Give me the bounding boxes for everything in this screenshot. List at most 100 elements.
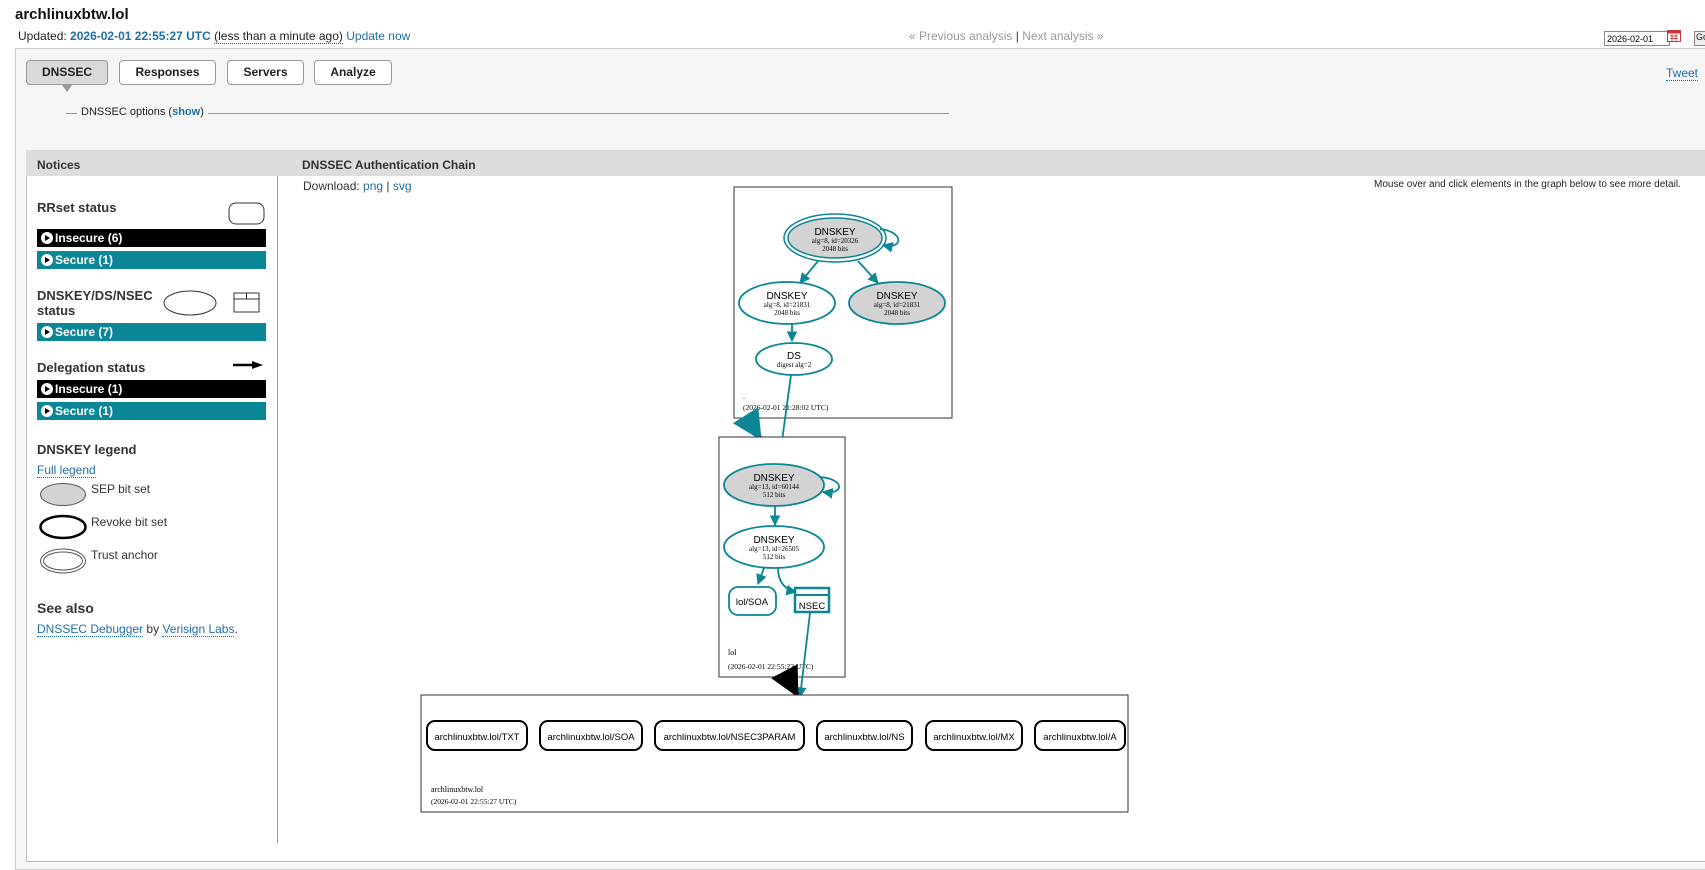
lol-zsk-line2: 512 bits [763, 553, 786, 561]
lol-ksk-node[interactable]: DNSKEY alg=13, id=60144 512 bits [723, 463, 825, 507]
see-also-title: See also [37, 600, 94, 616]
lol-zsk-node[interactable]: DNSKEY alg=13, id=26505 512 bits [723, 525, 825, 569]
lol-soa-label: lol/SOA [736, 597, 769, 608]
download-png-link[interactable]: png [363, 179, 384, 193]
domain-rrset-group: archlinuxbtw.lol/TXT archlinuxbtw.lol/SOA… [426, 720, 1126, 751]
expand-icon [41, 232, 53, 244]
download-label: Download: [303, 179, 360, 193]
lol-ksk-line1: alg=13, id=60144 [749, 483, 799, 491]
rrset-secure-label: Secure (1) [55, 253, 114, 267]
domain-rrset-node[interactable]: archlinuxbtw.lol/TXT [426, 720, 528, 751]
dnssec-debugger-link[interactable]: DNSSEC Debugger [37, 622, 144, 637]
lol-nsec-label: NSEC [799, 601, 826, 612]
tab-analyze[interactable]: Analyze [314, 60, 392, 85]
go-button[interactable]: Go [1694, 31, 1705, 46]
delegation-secure-label: Secure (1) [55, 404, 114, 418]
domain-rrset-label: archlinuxbtw.lol/NS [824, 732, 904, 743]
delegation-arrow-icon [233, 361, 263, 369]
sep-legend-label: SEP bit set [91, 482, 151, 496]
domain-rrset-label: archlinuxbtw.lol/NSEC3PARAM [664, 732, 796, 743]
root-ds-node[interactable]: DS digest alg=2 [755, 342, 833, 376]
download-sep: | [386, 179, 390, 193]
expand-icon [41, 254, 53, 266]
update-now-link[interactable]: Update now [346, 29, 411, 43]
full-legend-link[interactable]: Full legend [37, 463, 96, 478]
root-ksk-title: DNSKEY [814, 227, 855, 238]
root-ds-line1: digest alg=2 [777, 361, 812, 369]
graph-hint: Mouse over and click elements in the gra… [1374, 179, 1681, 190]
root-ds-title: DS [787, 351, 801, 362]
domain-rrset-label: archlinuxbtw.lol/MX [933, 732, 1015, 743]
date-input[interactable] [1604, 31, 1670, 46]
options-show-link[interactable]: show [172, 106, 201, 118]
root-zsk2-node[interactable]: DNSKEY alg=8, id=21831 2048 bits [848, 281, 946, 325]
tab-dnssec[interactable]: DNSSEC [26, 60, 108, 85]
domain-rrset-node[interactable]: archlinuxbtw.lol/SOA [539, 720, 643, 751]
domain-rrset-label: archlinuxbtw.lol/TXT [434, 732, 519, 743]
domain-rrset-node[interactable]: archlinuxbtw.lol/NSEC3PARAM [654, 720, 805, 751]
verisign-labs-link[interactable]: Verisign Labs [162, 622, 235, 637]
options-suffix: ) [200, 106, 204, 118]
rrset-insecure-bar[interactable]: Insecure (6) [37, 229, 266, 247]
lol-ksk-line2: 512 bits [763, 491, 786, 499]
download-line: Download: png | svg [303, 179, 412, 193]
analysis-nav: « Previous analysis | Next analysis » [909, 29, 1104, 43]
revoke-legend-label: Revoke bit set [91, 515, 168, 529]
next-analysis-link[interactable]: Next analysis » [1022, 29, 1104, 43]
nsec-shape-icon [233, 292, 260, 313]
dnskey-status-title-line2: status [37, 303, 76, 318]
lol-soa-node[interactable]: lol/SOA [728, 586, 777, 616]
lol-nsec-node[interactable]: NSEC [793, 586, 831, 614]
dnskey-legend-title: DNSKEY legend [37, 442, 137, 457]
domain-rrset-node[interactable]: archlinuxbtw.lol/MX [925, 720, 1023, 751]
expand-icon [41, 405, 53, 417]
dnskey-secure-bar[interactable]: Secure (7) [37, 323, 266, 341]
dnskey-secure-label: Secure (7) [55, 325, 114, 339]
rrset-insecure-label: Insecure (6) [55, 231, 123, 245]
see-also-by: by [146, 622, 160, 636]
delegation-status-title: Delegation status [37, 360, 146, 375]
notices-divider [277, 176, 278, 843]
tweet-link[interactable]: Tweet [1666, 66, 1699, 81]
rrset-secure-bar[interactable]: Secure (1) [37, 251, 266, 269]
rrset-shape-icon [228, 202, 265, 225]
dnssec-options: DNSSEC options (show) [77, 106, 208, 118]
options-divider [66, 113, 949, 114]
lol-zsk-line1: alg=13, id=26505 [749, 545, 799, 553]
root-ksk-line2: 2048 bits [822, 245, 848, 253]
root-zsk1-node[interactable]: DNSKEY alg=8, id=21831 2048 bits [738, 281, 836, 325]
see-also-period: . [234, 622, 238, 636]
updated-timestamp[interactable]: 2026-02-01 22:55:27 UTC [70, 29, 211, 43]
root-zsk2-line2: 2048 bits [884, 309, 910, 317]
root-zsk2-title: DNSKEY [876, 291, 917, 302]
lol-ksk-title: DNSKEY [753, 473, 794, 484]
calendar-icon[interactable] [1667, 29, 1681, 42]
domain-rrset-label: archlinuxbtw.lol/A [1043, 732, 1117, 743]
root-zsk1-title: DNSKEY [766, 291, 807, 302]
rrset-status-title: RRset status [37, 200, 117, 215]
content-header-right [1137, 150, 1705, 176]
tab-servers[interactable]: Servers [227, 60, 304, 85]
delegation-insecure-bar[interactable]: Insecure (1) [37, 380, 266, 398]
expand-icon [41, 383, 53, 395]
previous-analysis-link[interactable]: « Previous analysis [909, 29, 1013, 43]
delegation-insecure-label: Insecure (1) [55, 382, 123, 396]
tab-responses[interactable]: Responses [119, 60, 216, 85]
domain-rrset-node[interactable]: archlinuxbtw.lol/NS [816, 720, 913, 751]
download-svg-link[interactable]: svg [392, 179, 412, 193]
updated-label: Updated: [18, 29, 67, 43]
root-zsk1-line1: alg=8, id=21831 [764, 301, 811, 309]
updated-line: Updated: 2026-02-01 22:55:27 UTC (less t… [18, 29, 411, 44]
active-tab-caret [62, 85, 72, 92]
see-also-line: DNSSEC Debugger by Verisign Labs. [37, 622, 238, 637]
root-zsk2-line1: alg=8, id=21831 [874, 301, 921, 309]
domain-rrset-node[interactable]: archlinuxbtw.lol/A [1034, 720, 1126, 751]
site-title: archlinuxbtw.lol [15, 6, 129, 23]
root-ksk-node[interactable]: DNSKEY alg=8, id=20326 2048 bits [783, 213, 887, 263]
notices-header: Notices [37, 158, 81, 172]
updated-relative: (less than a minute ago) [214, 29, 343, 44]
revoke-legend-icon [39, 514, 87, 540]
dnskey-status-title-line1: DNSKEY/DS/NSEC [37, 288, 153, 303]
delegation-secure-bar[interactable]: Secure (1) [37, 402, 266, 420]
